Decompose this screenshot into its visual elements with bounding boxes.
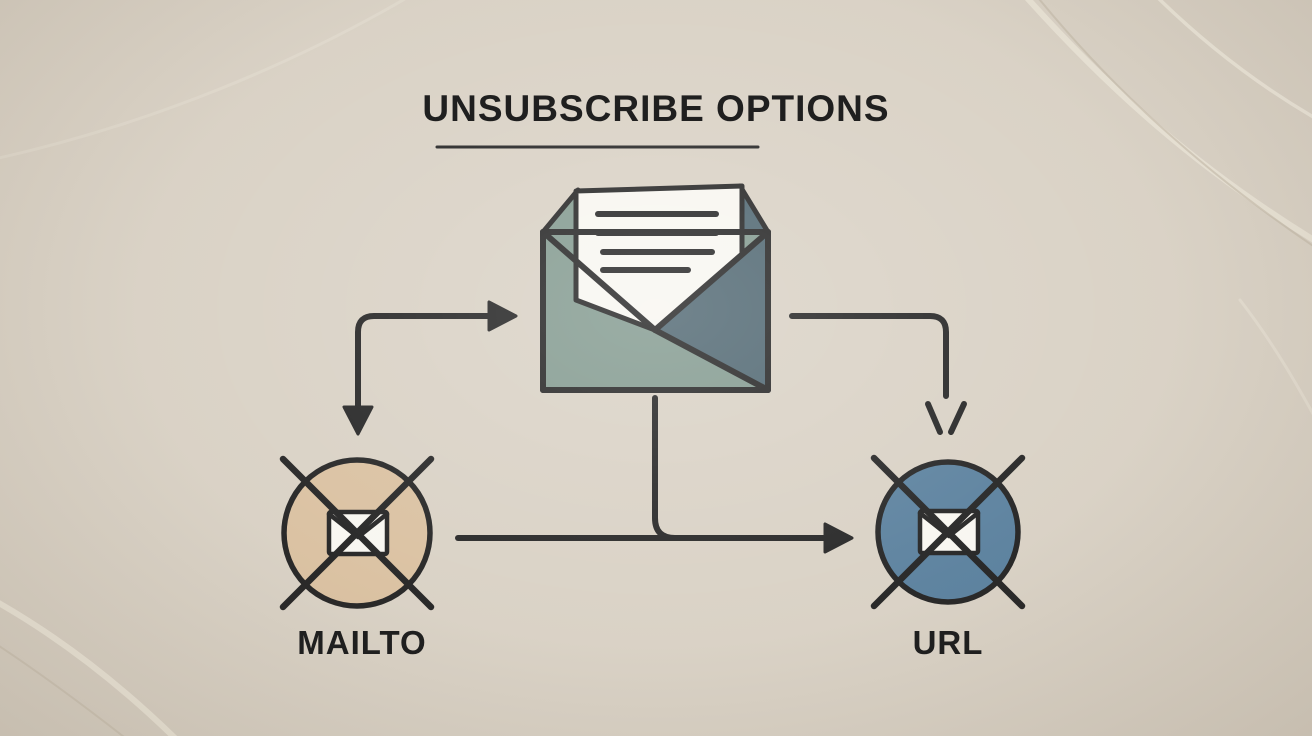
cross-line-2: [279, 455, 435, 611]
arrow-right-elbow: [789, 313, 967, 435]
email-envelope-icon: [540, 183, 771, 393]
arrowhead-right: [487, 300, 518, 332]
envelope-fold-left: [540, 229, 658, 333]
arrowhead-right: [823, 522, 854, 554]
mailto-label: MAILTO: [297, 624, 427, 661]
url-label: URL: [912, 624, 984, 661]
arrowhead-down: [342, 405, 374, 436]
envelope-outline: [540, 229, 771, 393]
diagram-title: UNSUBSCRIBE OPTIONS: [422, 88, 890, 129]
arrow-left-elbow: [342, 300, 518, 436]
url-crossed-envelope-icon: [870, 454, 1026, 610]
arrow-bottom-connector: [455, 395, 854, 554]
arrowhead-tick-right: [948, 401, 967, 435]
arrowhead-tick-left: [925, 401, 943, 435]
cross-line-2: [870, 454, 1026, 610]
linework: [279, 145, 1026, 611]
mailto-crossed-envelope-icon: [279, 455, 435, 611]
